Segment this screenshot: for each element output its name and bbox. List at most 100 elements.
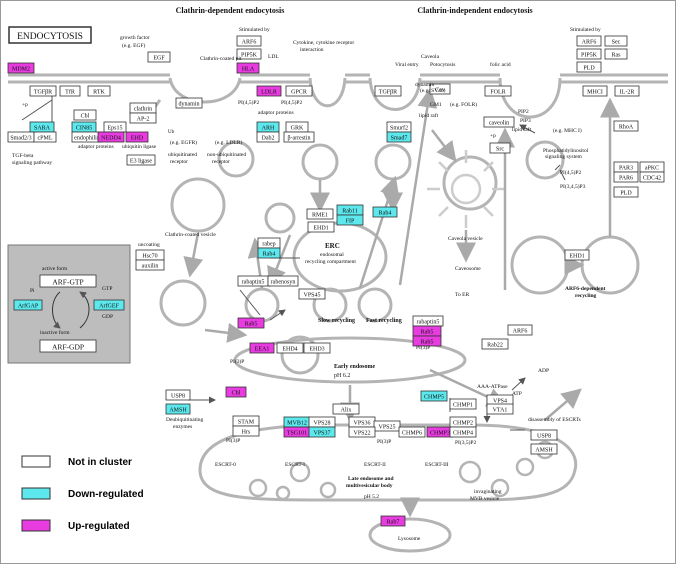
- label-pi35p2: PI(3,5)P2: [455, 439, 476, 446]
- gene-label: β-arrestin: [287, 136, 310, 142]
- gene-node-ras: Ras: [604, 48, 628, 60]
- gene-label: Hrs: [242, 430, 251, 436]
- gene-label: EGF: [153, 56, 165, 62]
- gene-box: [614, 85, 640, 97]
- label-gm1: GM1: [430, 102, 442, 108]
- gene-label: E3 ligase: [130, 159, 152, 165]
- gene-label: FOLR: [490, 90, 505, 96]
- label-caveosome: Caveosome: [455, 266, 481, 272]
- gene-box: [135, 259, 165, 271]
- gene-label: CHMP2: [453, 421, 473, 427]
- gene-box: [283, 131, 315, 143]
- gene-node-il2r: IL-2R: [614, 85, 640, 97]
- gene-node-chmp1: CHMP1: [449, 398, 477, 410]
- label-folic-acid: folic acid: [490, 61, 511, 68]
- gene-node-ehd1-r: EHD1: [564, 249, 590, 261]
- gene-node-smad23: Smad2/3: [7, 131, 35, 143]
- gene-node-sec: Sec: [604, 35, 628, 47]
- gene-box: [449, 398, 477, 410]
- gene-box: [29, 85, 57, 97]
- gene-node-pip5k-a: PIP5K: [236, 48, 262, 60]
- gene-label: VPS22: [353, 431, 370, 437]
- gene-label: Eps15: [108, 126, 123, 132]
- gene-node-ap2: AP-2: [129, 112, 157, 124]
- gene-node-ehd3: EHD3: [303, 342, 331, 354]
- gene-box: [87, 85, 111, 97]
- label-pi3p-c: PI(3)P: [226, 437, 240, 444]
- label-gdp: GDP: [102, 314, 113, 320]
- gene-box: [285, 85, 313, 97]
- gene-node-chmp2: CHMP2: [449, 416, 477, 428]
- gene-box: [373, 420, 401, 432]
- gene-box: [372, 206, 398, 218]
- gene-node-eea1: EEA1: [249, 342, 275, 354]
- gene-node-nedd4: NEDD4: [97, 131, 125, 143]
- gene-node-dab2: Dab2: [256, 131, 280, 143]
- gene-node-barrestin: β-arrestin: [283, 131, 315, 143]
- label-dynamin-mid: dynamin: [415, 82, 434, 88]
- gene-box: [639, 171, 665, 183]
- gene-node-chmp4: CHMP4: [449, 426, 477, 438]
- gene-label: PLD: [583, 66, 595, 72]
- gene-node-chmp5: CHMP5: [420, 390, 448, 402]
- gene-node-arf6-r: ARF6: [576, 35, 602, 47]
- gene-node-hsc70: Hsc70: [135, 249, 165, 261]
- vesicles: [139, 99, 640, 553]
- gene-node-folr: FOLR: [484, 85, 512, 97]
- label-growth-factor: growth factor: [120, 34, 150, 41]
- caveosome-shape: [427, 150, 505, 228]
- label-p-plus: +p: [22, 102, 28, 108]
- label-atp: ATP: [512, 391, 522, 397]
- gene-node-rab4: Rab4: [372, 206, 398, 218]
- gene-node-cin85: CIN85: [71, 121, 97, 133]
- label-escrt3: ESCRT-III: [425, 462, 449, 468]
- gene-node-tgfbr-r: TGFβR: [374, 85, 402, 97]
- label-ldl: LDL: [268, 54, 279, 60]
- gene-node-vps36: VPS36: [348, 416, 376, 428]
- gene-box: [386, 131, 412, 143]
- gene-label: Rab5: [245, 322, 258, 328]
- gene-node-rabaptin5: rabaptin5: [237, 275, 269, 287]
- gene-node-src-mid: Src: [489, 142, 511, 154]
- legend-label-down: Down-regulated: [68, 489, 144, 500]
- label-arf6-dep2: recycling: [575, 293, 597, 299]
- gene-label: TSG101: [287, 431, 307, 437]
- gene-node-egf: EGF: [147, 51, 171, 63]
- gene-box: [481, 338, 509, 350]
- gene-node-arf-gtp: ARF-GTP: [39, 274, 97, 288]
- gene-node-gpcr: GPCR: [285, 85, 313, 97]
- label-aaa: AAA-ATPase: [477, 384, 508, 390]
- gene-box: [613, 120, 639, 132]
- gene-node-amsh-r: AMSH: [530, 443, 558, 455]
- gene-node-vps37: VPS37: [308, 426, 336, 438]
- label-stimulated-by-r: Stimulated by: [570, 27, 601, 33]
- gene-node-tgfbr-l: TGFβR: [29, 85, 57, 97]
- gene-label: CDC42: [643, 176, 661, 182]
- gene-box: [7, 62, 35, 74]
- gene-label: TGFβR: [34, 90, 52, 96]
- gene-node-apkc: aPKC: [639, 161, 665, 173]
- gene-label: TGFβR: [379, 90, 397, 96]
- gene-box: [530, 443, 558, 455]
- gene-label: aPKC: [645, 166, 659, 172]
- gene-node-rab22: Rab22: [481, 338, 509, 350]
- gene-node-tsg101: TSG101: [283, 426, 311, 438]
- gene-label: Rab4: [379, 211, 392, 217]
- gene-label: Smurf2: [390, 125, 408, 132]
- label-ub: Ub: [168, 130, 175, 135]
- legend: Not in cluster Down-regulated Up-regulat…: [21, 455, 144, 532]
- gene-box: [249, 342, 275, 354]
- gene-box: [126, 154, 156, 166]
- gene-label: MDM2: [12, 67, 30, 73]
- gene-box: [147, 51, 171, 63]
- label-clathrin-coated-vesicle: Clathrin-coated vesicle: [165, 232, 216, 238]
- gene-node-cdc42: CDC42: [639, 171, 665, 183]
- gene-label: NEDD4: [101, 136, 121, 142]
- label-lipid-raft-a: lipid raft: [419, 112, 439, 119]
- gene-node-arf6-mid: ARF6: [507, 324, 533, 336]
- gene-node-par6: PAR6: [613, 171, 639, 183]
- gene-box: [175, 97, 203, 109]
- gene-node-chmp6: CHMP6: [398, 426, 426, 438]
- label-escrt0: ESCRT-0: [215, 462, 236, 468]
- gene-box: [267, 275, 299, 287]
